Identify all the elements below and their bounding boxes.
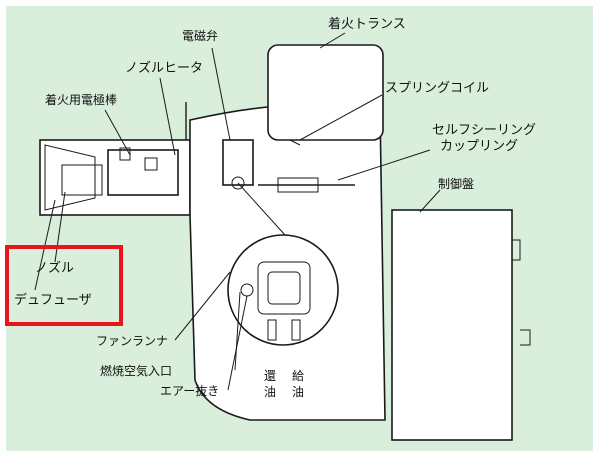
label-control-panel: 制御盤: [438, 176, 474, 191]
solenoid-valve-body: [222, 139, 254, 186]
label-coupling-line2: カップリング: [440, 139, 518, 154]
leader-nozzle: [54, 191, 66, 263]
label-combustion-air-inlet: 燃焼空気入口: [100, 363, 172, 378]
control-panel-box: [391, 209, 513, 441]
nozzle-tip: [61, 164, 103, 196]
label-return-oil-2: 油: [264, 385, 276, 399]
coupling-sleeve: [277, 177, 319, 193]
leader-solenoid-valve: [211, 47, 231, 141]
oil-pump-cover: [257, 261, 311, 315]
leader-ignition-electrode: [104, 109, 131, 156]
label-ignition-electrode: 着火用電極棒: [45, 92, 117, 107]
label-diffuser: デュフューザ: [14, 292, 92, 308]
leader-combustion-air: [234, 291, 241, 371]
highlight-box: [5, 245, 123, 326]
panel-handle: [520, 329, 531, 346]
oil-pump-housing: [227, 234, 339, 346]
supply-port: [291, 319, 301, 341]
leader-ignition-transformer: [319, 32, 346, 49]
leader-air-bleed: [227, 295, 248, 391]
panel-latch: [511, 239, 521, 261]
label-solenoid-valve: 電磁弁: [182, 28, 218, 43]
leader-control-panel: [419, 189, 441, 213]
label-return-oil-1: 還: [264, 369, 276, 383]
leader-nozzle-heater: [159, 77, 176, 156]
leader-spring-coil: [299, 94, 383, 141]
oil-pump-inner: [267, 271, 301, 305]
transformer-wire: [289, 139, 301, 146]
label-fan-runner: ファンランナ: [96, 334, 168, 348]
label-spring-coil: スプリングコイル: [385, 81, 489, 96]
return-port: [267, 319, 277, 341]
label-ignition-transformer: 着火トランス: [328, 16, 406, 32]
leader-coupling: [337, 149, 431, 181]
label-air-bleed: エアー抜き: [160, 384, 219, 398]
label-coupling-line1: セルフシーリング: [432, 123, 536, 138]
oil-line: [237, 182, 286, 236]
electrode-block: [144, 157, 158, 171]
leader-fan-runner: [174, 271, 231, 341]
label-nozzle: ノズル: [35, 260, 74, 276]
label-nozzle-heater: ノズルヒータ: [125, 60, 203, 76]
solenoid-valve-port: [231, 176, 245, 190]
nozzle-heater-body: [107, 149, 179, 196]
label-supply-oil-1: 給: [292, 369, 304, 383]
label-supply-oil-2: 油: [292, 385, 304, 399]
diffuser-cone: [44, 144, 96, 211]
burner-drawing: [39, 44, 531, 441]
